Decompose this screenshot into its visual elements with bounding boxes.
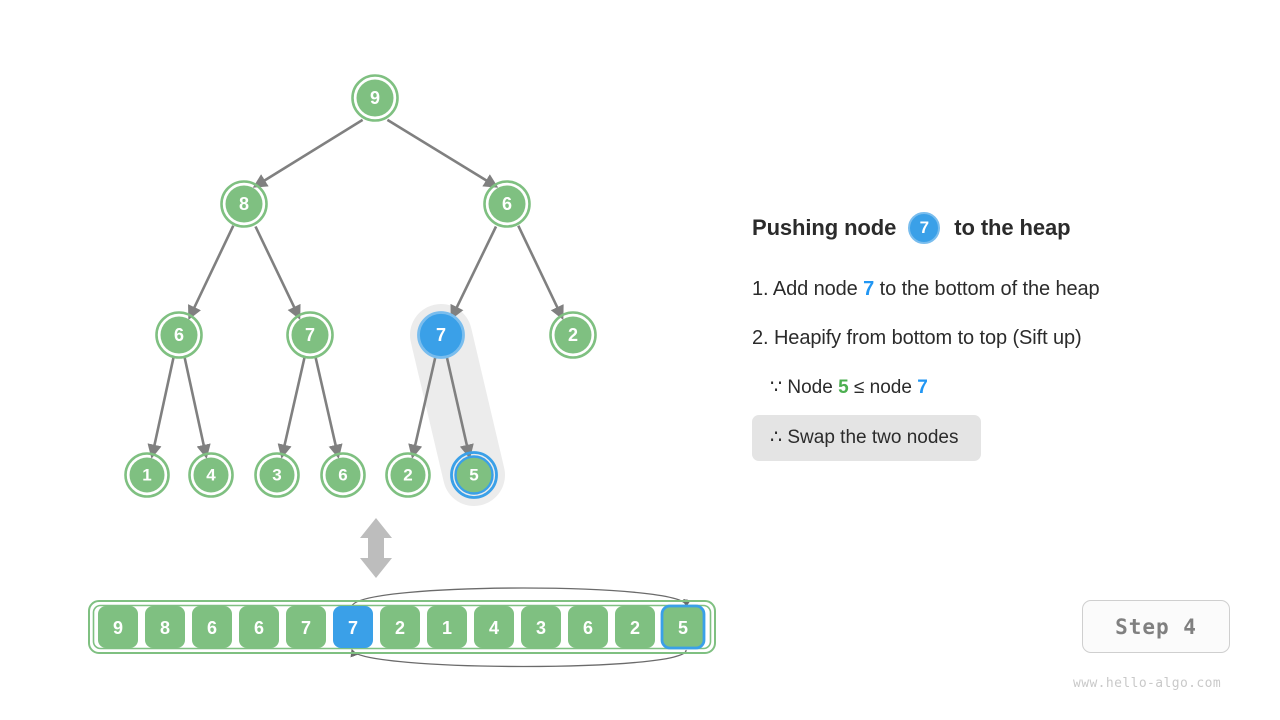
tree-edge: [314, 357, 343, 459]
step-1-text-before: Add node: [772, 278, 858, 300]
step-2-number: 2.: [752, 327, 769, 349]
array-cell[interactable]: 6: [192, 606, 232, 648]
therefore-symbol: ∴: [770, 427, 783, 448]
tree-node-2-leaf[interactable]: 2: [385, 452, 431, 498]
array-cell-label: 7: [348, 618, 358, 638]
tree-edges: [147, 118, 564, 459]
tree-node-label: 2: [568, 325, 578, 345]
reason-text-before: Node: [787, 377, 833, 398]
array-cell[interactable]: 3: [521, 606, 561, 648]
tree-node-label: 3: [272, 466, 281, 485]
tree-node-8[interactable]: 8: [220, 180, 268, 228]
step-1-number: 1.: [752, 278, 769, 300]
tree-node-label: 6: [338, 466, 347, 485]
heap-tree-and-array-svg: 9 8 6 6 7: [88, 74, 716, 668]
panel-title-prefix: Pushing node: [752, 215, 897, 240]
tree-edge: [183, 357, 211, 459]
array-cell[interactable]: 7: [286, 606, 326, 648]
tree-node-label: 7: [436, 325, 446, 345]
tree-node-4[interactable]: 4: [188, 452, 234, 498]
because-symbol: ∵: [770, 377, 783, 398]
tree-node-3[interactable]: 3: [254, 452, 300, 498]
array-cell[interactable]: 4: [474, 606, 514, 648]
array-cell-label: 8: [160, 618, 170, 638]
tree-nodes: 9 8 6 6 7: [124, 74, 597, 499]
tree-edge: [188, 225, 235, 321]
tree-node-7-l3[interactable]: 7: [286, 311, 334, 359]
tree-array-link-icon: [360, 518, 392, 578]
tree-node-6-right[interactable]: 6: [483, 180, 531, 228]
array-cell-label: 3: [536, 618, 546, 638]
array-cell[interactable]: 6: [239, 606, 279, 648]
array-cell-label: 2: [395, 618, 405, 638]
footer-url: www.hello-algo.com: [1073, 676, 1222, 691]
step-item-1: 1. Add node 7 to the bottom of the heap: [752, 278, 1252, 301]
reason-text-mid: node: [869, 377, 912, 398]
tree-node-7-active[interactable]: 7: [417, 311, 465, 359]
tree-node-label: 7: [305, 325, 315, 345]
array-cells: 9 8 6 6 7 7 2: [98, 604, 706, 650]
reason-line: ∵ Node 5 ≤ node 7: [770, 376, 1252, 399]
array-container: [88, 600, 716, 654]
tree-node-label: 4: [206, 466, 216, 485]
conclusion-text: Swap the two nodes: [787, 427, 959, 448]
reason-value-a: 5: [838, 377, 849, 398]
tree-node-6-leaf[interactable]: 6: [320, 452, 366, 498]
array-cell[interactable]: 9: [98, 606, 138, 648]
array-cell-label: 4: [489, 618, 499, 638]
array-cell-label: 1: [442, 618, 452, 638]
tree-edge: [254, 225, 301, 320]
array-cell-label: 2: [630, 618, 640, 638]
tree-node-6-l3[interactable]: 6: [155, 311, 203, 359]
array-cell[interactable]: 6: [568, 606, 608, 648]
tree-edge: [517, 225, 564, 321]
tree-node-label: 6: [174, 325, 184, 345]
tree-node-label: 6: [502, 194, 512, 214]
array-cell[interactable]: 8: [145, 606, 185, 648]
panel-title: Pushing node 7 to the heap: [752, 206, 1252, 250]
tree-node-label: 8: [239, 194, 249, 214]
array-cell[interactable]: 1: [427, 606, 467, 648]
tree-node-label: 9: [370, 88, 380, 108]
tree-node-label: 1: [142, 466, 151, 485]
tree-node-9[interactable]: 9: [351, 74, 399, 122]
tree-node-1[interactable]: 1: [124, 452, 170, 498]
array-cell-label: 9: [113, 618, 123, 638]
tree-edge: [408, 357, 437, 459]
steps-list: 1. Add node 7 to the bottom of the heap …: [752, 278, 1252, 461]
step-1-value: 7: [863, 278, 875, 300]
reason-operator: ≤: [853, 377, 865, 398]
array-swap-indicator: [350, 587, 691, 668]
tree-edge: [147, 357, 175, 459]
tree-edge: [277, 357, 306, 459]
explanation-panel: Pushing node 7 to the heap 1. Add node 7…: [752, 206, 1252, 461]
step-2-text-before: Heapify from bottom to top (Sift up): [773, 327, 1082, 349]
tree-node-5-ringed[interactable]: 5: [450, 451, 498, 499]
tree-node-label: 2: [403, 466, 412, 485]
array-cell-label: 6: [207, 618, 217, 638]
panel-title-node-badge: 7: [908, 212, 941, 244]
array-cell-active[interactable]: 7: [333, 606, 373, 648]
array-cell-label: 6: [583, 618, 593, 638]
array-cell[interactable]: 2: [380, 606, 420, 648]
array-cell-label: 5: [678, 618, 688, 638]
conclusion-box: ∴ Swap the two nodes: [752, 415, 981, 461]
step-item-2: 2. Heapify from bottom to top (Sift up): [752, 327, 1252, 350]
tree-node-2-l3[interactable]: 2: [549, 311, 597, 359]
reason-value-b: 7: [917, 377, 928, 398]
array-cell[interactable]: 2: [615, 606, 655, 648]
tree-edge: [386, 118, 499, 188]
array-cell-label: 7: [301, 618, 311, 638]
step-badge[interactable]: Step 4: [1082, 600, 1230, 653]
array-cell-label: 6: [254, 618, 264, 638]
array-cell-ringed[interactable]: 5: [660, 604, 706, 650]
panel-title-suffix: to the heap: [954, 215, 1071, 240]
tree-edge: [445, 357, 474, 459]
step-1-text-after: to the bottom of the heap: [879, 278, 1100, 300]
tree-edge: [252, 118, 364, 188]
tree-edge: [450, 225, 498, 320]
tree-node-label: 5: [469, 466, 478, 485]
